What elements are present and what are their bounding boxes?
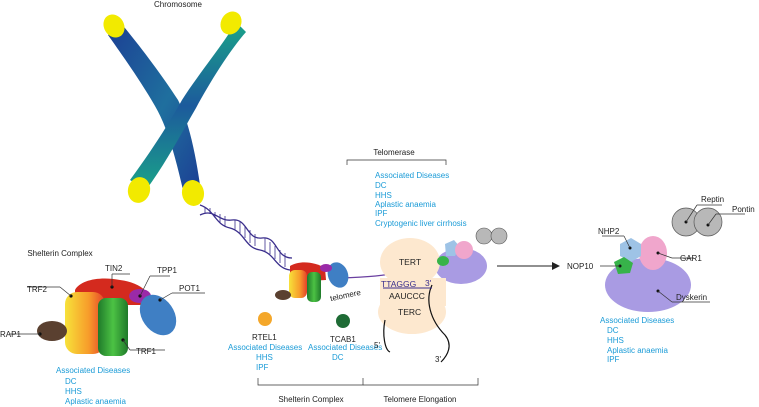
rtel1-label: RTEL1	[252, 333, 277, 342]
tert-shape	[380, 238, 440, 286]
chromosome	[103, 11, 246, 206]
dyskerin-disease: DC	[607, 326, 619, 335]
gar1-label: GAR1	[680, 254, 702, 263]
dyskerin-disease: IPF	[607, 355, 620, 364]
tcab1-dot	[336, 314, 350, 328]
telomerase-disease: Aplastic anaemia	[375, 200, 436, 209]
telomere-tip	[181, 180, 205, 206]
bracket-shelterin-label: Shelterin Complex	[278, 395, 343, 404]
shelterin-diseases-title: Associated Diseases	[56, 366, 130, 375]
rtel1-disease: HHS	[256, 353, 273, 362]
telomerase-disease: DC	[375, 181, 387, 190]
rtel1-diseases-title: Associated Diseases	[228, 343, 302, 352]
gar1-shape	[639, 236, 667, 270]
trf2-shape	[65, 292, 105, 354]
telomerase-complex	[378, 227, 508, 363]
telomerase-title: Telomerase	[373, 148, 415, 157]
pontin-label: Pontin	[732, 205, 755, 214]
tin2-label: TIN2	[105, 264, 123, 273]
tert-label: TERT	[399, 257, 421, 267]
tpp1-label: TPP1	[157, 266, 178, 275]
end-3-bottom: 3'	[435, 355, 441, 364]
telomere-tip	[127, 177, 151, 203]
tcab1-diseases-title: Associated Diseases	[308, 343, 382, 352]
bracket-elongation-label: Telomere Elongation	[384, 395, 457, 404]
telomerase-disease: Cryptogenic liver cirrhosis	[375, 219, 467, 228]
shelterin-disease: DC	[65, 377, 77, 386]
trf1-label: TRF1	[136, 347, 157, 356]
rap1-shape	[37, 321, 67, 341]
shelterin-disease: HHS	[65, 387, 82, 396]
nhp2-shape	[620, 238, 641, 262]
end-5: 5'	[374, 341, 380, 350]
tcab1-label: TCAB1	[330, 335, 356, 344]
chromosome-title: Chromosome	[154, 0, 203, 9]
shelterin-left-title: Shelterin Complex	[27, 249, 92, 258]
arrow-head	[552, 262, 560, 270]
rtel1-dot	[258, 312, 272, 326]
shelterin-bracket	[257, 378, 364, 386]
shelterin-mini	[275, 262, 349, 302]
tcab1-disease: DC	[332, 353, 344, 362]
trf2-label: TRF2	[27, 285, 48, 294]
telomerase-disease: IPF	[375, 209, 388, 218]
telomerase-disease: HHS	[375, 191, 392, 200]
telomere-tip	[220, 11, 242, 35]
dyskerin-mini	[435, 248, 487, 284]
rtel1-disease: IPF	[256, 363, 269, 372]
pontin-shape	[693, 207, 723, 237]
nhp2-label: NHP2	[598, 227, 620, 236]
end-3-top: 3'	[425, 278, 432, 288]
terc-label: TERC	[398, 307, 421, 317]
telomerase-diseases-title: Associated Diseases	[375, 171, 449, 180]
telomere-tip	[103, 14, 125, 38]
dyskerin-disease: Aplastic anaemia	[607, 346, 668, 355]
nop10-label: NOP10	[567, 262, 594, 271]
seq-rna: AAUCCC	[389, 291, 425, 301]
pot1-label: POT1	[179, 284, 200, 293]
nop10-shape	[614, 257, 633, 274]
dyskerin-disease: HHS	[607, 336, 624, 345]
elongation-bracket	[363, 378, 479, 386]
shelterin-complex	[10, 273, 205, 356]
telomerase-bracket	[346, 159, 447, 165]
trf1-shape	[98, 298, 128, 356]
shelterin-disease: Aplastic anaemia	[65, 397, 126, 406]
dyskerin-complex	[600, 204, 745, 312]
pot1-shape	[139, 294, 177, 336]
dyskerin-diseases-title: Associated Diseases	[600, 316, 674, 325]
rap1-label: RAP1	[0, 330, 21, 339]
dyskerin-label: Dyskerin	[676, 293, 707, 302]
telomere-label: telomere	[329, 288, 362, 303]
seq-dna: TTAGGG	[381, 279, 416, 289]
reptin-label: Reptin	[701, 195, 724, 204]
